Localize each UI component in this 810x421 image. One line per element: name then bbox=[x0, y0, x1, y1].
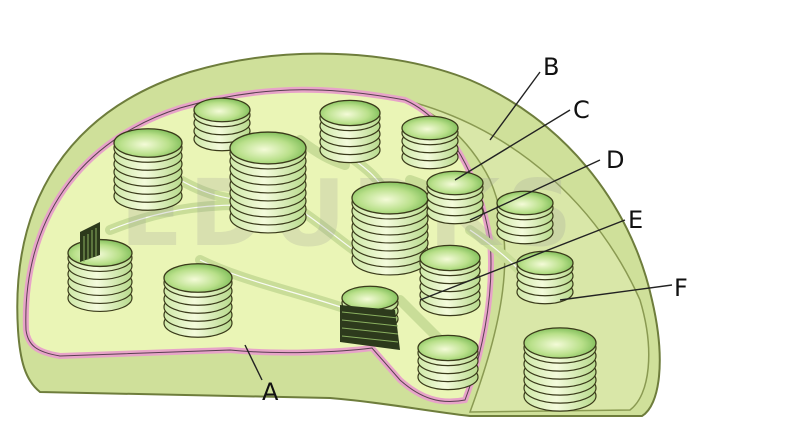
label-e: E bbox=[628, 206, 643, 234]
granum bbox=[523, 327, 597, 412]
granum bbox=[113, 128, 183, 211]
granum bbox=[516, 250, 574, 305]
granum bbox=[351, 181, 429, 276]
granum bbox=[401, 115, 459, 170]
granum bbox=[229, 131, 307, 234]
label-f: F bbox=[674, 274, 688, 302]
grana-group bbox=[67, 97, 597, 412]
granum bbox=[426, 170, 484, 225]
granum-cross-section-left bbox=[80, 222, 100, 262]
label-a: A bbox=[262, 378, 279, 406]
leader-lines bbox=[244, 71, 673, 381]
granum bbox=[319, 99, 381, 164]
granum bbox=[417, 334, 479, 391]
label-c: C bbox=[573, 96, 590, 124]
granum bbox=[419, 244, 481, 317]
granum bbox=[496, 190, 554, 245]
granum bbox=[163, 263, 233, 338]
granum-cross-section-right bbox=[340, 305, 400, 350]
label-b: B bbox=[543, 53, 559, 81]
label-d: D bbox=[606, 146, 624, 174]
